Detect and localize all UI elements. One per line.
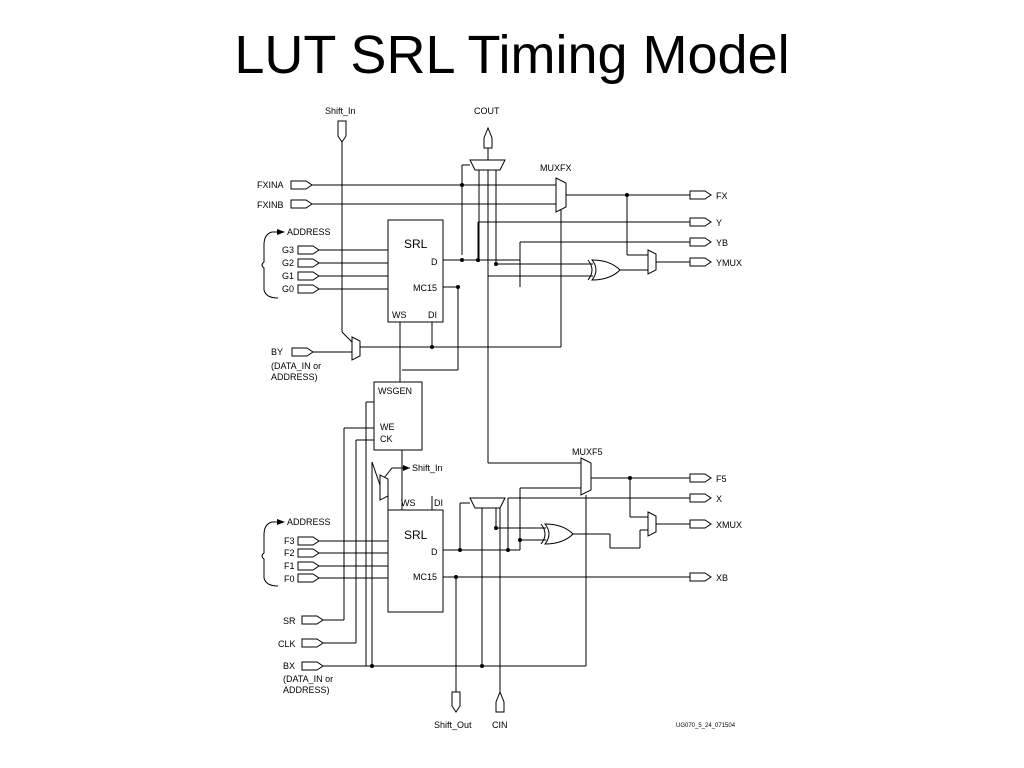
f5-label: F5: [716, 474, 727, 484]
srl-block-top: SRL D MC15 WS DI: [387, 219, 520, 370]
x-output: X: [507, 493, 722, 550]
f2-label: F2: [284, 548, 295, 558]
address-top-label: ADDRESS: [287, 227, 331, 237]
by-note-2: ADDRESS): [271, 372, 318, 382]
cin-pad: CIN: [492, 508, 508, 730]
xor-gate-bottom: [494, 523, 648, 549]
srl-bot-mc15: MC15: [413, 572, 437, 582]
srl-bot-di: DI: [434, 498, 443, 508]
f0-label: F0: [284, 574, 295, 584]
wsgen-we: WE: [380, 422, 395, 432]
xor-gate-top: [488, 259, 648, 281]
cout-label: COUT: [474, 106, 500, 116]
shift-out-label: Shift_Out: [434, 720, 472, 730]
bx-port: BX (DATA_IN or ADDRESS): [283, 661, 586, 695]
shift-in-mid: Shift_In: [365, 401, 443, 666]
wsgen-title: WSGEN: [378, 386, 412, 396]
muxf5-label: MUXF5: [572, 447, 603, 457]
ymux-label: YMUX: [716, 258, 742, 268]
sr-label: SR: [283, 616, 296, 626]
bx-label: BX: [283, 661, 295, 671]
x-label: X: [716, 494, 722, 504]
srl-block-bottom: WS DI SRL D MC15: [387, 496, 520, 692]
fxina-label: FXINA: [257, 180, 284, 190]
srl-top-ws: WS: [392, 310, 407, 320]
srl-top-title: SRL: [404, 237, 428, 251]
muxfx: [555, 177, 567, 213]
fxina-port: FXINA: [257, 180, 556, 190]
srl-bot-d: D: [431, 547, 438, 557]
srl-bot-title: SRL: [404, 528, 428, 542]
xmux-output: XMUX: [647, 511, 742, 537]
shift-in-pad: Shift_In: [325, 106, 356, 332]
by-label: BY: [271, 347, 283, 357]
carry-mux-bottom: [469, 497, 506, 509]
g2-label: G2: [282, 258, 294, 268]
wsgen-ck: CK: [380, 434, 393, 444]
srl-top-d: D: [431, 257, 438, 267]
f1-label: F1: [284, 561, 295, 571]
by-note-1: (DATA_IN or: [271, 361, 321, 371]
muxf5: [580, 457, 592, 496]
yb-label: YB: [716, 238, 728, 248]
cin-label: CIN: [492, 720, 508, 730]
srl-top-di: DI: [428, 310, 437, 320]
xb-output: XB: [443, 572, 728, 583]
clk-label: CLK: [278, 639, 296, 649]
srl-top-mc15: MC15: [413, 283, 437, 293]
bx-note-1: (DATA_IN or: [283, 674, 333, 684]
y-label: Y: [716, 218, 722, 228]
g0-label: G0: [282, 284, 294, 294]
cout-pad: COUT: [474, 106, 500, 160]
clk-port: CLK: [278, 638, 356, 649]
muxfx-label: MUXFX: [540, 163, 572, 173]
sr-port: SR: [283, 615, 344, 626]
fxinb-port: FXINB: [257, 199, 556, 210]
carry-mux-top: [469, 159, 506, 171]
shift-in-mid-label: Shift_In: [412, 463, 443, 473]
y-output: Y: [477, 217, 722, 260]
fxinb-label: FXINB: [257, 200, 284, 210]
f3-label: F3: [284, 536, 295, 546]
fx-label: FX: [716, 191, 728, 201]
bx-note-2: ADDRESS): [283, 685, 330, 695]
address-bottom-group: ADDRESS F3 F2 F1 F0: [261, 517, 388, 587]
by-port: BY (DATA_IN or ADDRESS): [271, 322, 561, 382]
address-bottom-label: ADDRESS: [287, 517, 331, 527]
slide-title: LUT SRL Timing Model: [234, 25, 790, 85]
ymux-output: YMUX: [647, 249, 742, 275]
shift-out-pad: Shift_Out: [434, 691, 472, 730]
wsgen-block: WSGEN WE CK: [343, 322, 458, 643]
g3-label: G3: [282, 245, 294, 255]
srl-bot-ws: WS: [401, 498, 416, 508]
address-top-group: ADDRESS G3 G2 G1 G0: [261, 227, 388, 299]
xb-label: XB: [716, 573, 728, 583]
g1-label: G1: [282, 271, 294, 281]
xmux-label: XMUX: [716, 520, 742, 530]
shift-in-label: Shift_In: [325, 106, 356, 116]
figure-code: UG070_5_24_071504: [676, 723, 736, 729]
f5-output: F5: [689, 473, 727, 484]
fx-output: FX: [689, 190, 728, 201]
